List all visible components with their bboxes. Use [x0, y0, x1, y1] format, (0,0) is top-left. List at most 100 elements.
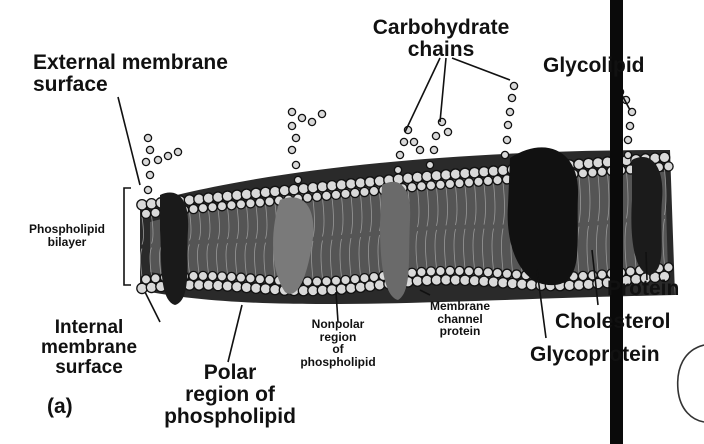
- phospholipid-head: [327, 181, 337, 191]
- phospholipid-head: [322, 191, 331, 200]
- label-carbohydrate-chains: Carbohydrate chains: [356, 17, 526, 61]
- phospholipid-head: [251, 283, 261, 293]
- phospholipid-head: [436, 180, 445, 189]
- phospholipid-head: [526, 280, 536, 290]
- phospholipid-head: [222, 191, 232, 201]
- phospholipid-head: [498, 278, 508, 288]
- phospholipid-head: [198, 271, 207, 280]
- label-phospholipid-bilayer: Phospholipid bilayer: [12, 223, 122, 248]
- phospholipid-head: [460, 275, 470, 285]
- label-panel-a: (a): [47, 396, 73, 418]
- carbohydrate-bead: [318, 110, 325, 117]
- phospholipid-head: [578, 169, 587, 178]
- phospholipid-head: [512, 270, 521, 279]
- phospholipid-head: [469, 167, 479, 177]
- phospholipid-head: [426, 181, 435, 190]
- carbohydrate-bead: [292, 134, 299, 141]
- phospholipid-head: [265, 275, 274, 284]
- carbohydrate-bead: [426, 161, 433, 168]
- label-glycolipid: Glycolipid: [543, 55, 645, 77]
- phospholipid-head: [564, 280, 574, 290]
- phospholipid-head: [217, 272, 226, 281]
- phospholipid-head: [365, 281, 375, 291]
- phospholipid-head: [184, 195, 194, 205]
- carbohydrate-bead: [308, 118, 315, 125]
- phospholipid-head: [298, 183, 308, 193]
- carbohydrate-bead: [416, 146, 423, 153]
- phospholipid-head: [502, 269, 511, 278]
- phospholipid-head: [412, 172, 422, 182]
- phospholipid-head: [260, 284, 270, 294]
- phospholipid-head: [445, 179, 454, 188]
- carbohydrate-bead: [144, 186, 151, 193]
- phospholipid-head: [498, 165, 508, 175]
- phospholipid-head: [441, 170, 451, 180]
- phospholipid-head: [203, 280, 213, 290]
- phospholipid-head: [217, 202, 226, 211]
- phospholipid-head: [507, 278, 517, 288]
- phospholipid-head: [474, 177, 483, 186]
- carbohydrate-bead: [146, 146, 153, 153]
- phospholipid-head: [355, 282, 365, 292]
- phospholipid-head: [255, 275, 264, 284]
- phospholipid-head: [441, 275, 451, 285]
- phospholipid-head: [312, 192, 321, 201]
- phospholipid-head: [303, 277, 312, 286]
- phospholipid-head: [213, 192, 223, 202]
- phospholipid-head: [431, 275, 441, 285]
- phospholipid-head: [664, 162, 673, 171]
- phospholipid-head: [289, 184, 299, 194]
- phospholipid-head: [189, 271, 198, 280]
- carbohydrate-bead: [288, 122, 295, 129]
- phospholipid-head: [583, 158, 593, 168]
- bilayer-bracket: [124, 188, 131, 285]
- phospholipid-head: [483, 268, 492, 277]
- phospholipid-head: [236, 273, 245, 282]
- phospholipid-head: [260, 187, 270, 197]
- phospholipid-head: [312, 277, 321, 286]
- carbohydrate-bead: [288, 108, 295, 115]
- phospholipid-head: [251, 188, 261, 198]
- phospholipid-head: [488, 277, 498, 287]
- carbohydrate-bead: [294, 176, 301, 183]
- label-membrane-channel-protein: Membrane channel protein: [415, 300, 505, 338]
- carbohydrate-bead: [146, 171, 153, 178]
- carbohydrate-bead: [444, 128, 451, 135]
- label-cholesterol: Cholesterol: [555, 311, 671, 333]
- phospholipid-head: [488, 166, 498, 176]
- carbohydrate-bead: [164, 152, 171, 159]
- phospholipid-head: [137, 200, 147, 210]
- phospholipid-head: [303, 193, 312, 202]
- phospholipid-head: [412, 276, 422, 286]
- phospholipid-head: [270, 284, 280, 294]
- phospholipid-head: [208, 203, 217, 212]
- phospholipid-head: [246, 274, 255, 283]
- phospholipid-head: [227, 201, 236, 210]
- carbohydrate-bead: [506, 108, 513, 115]
- phospholipid-head: [659, 152, 669, 162]
- label-nonpolar-region: Nonpolar region of phospholipid: [283, 318, 393, 368]
- carbohydrate-bead: [501, 151, 508, 158]
- phospholipid-head: [270, 186, 280, 196]
- carbohydrate-bead: [624, 151, 631, 158]
- carbohydrate-bead: [430, 146, 437, 153]
- phospholipid-head: [198, 204, 207, 213]
- phospholipid-head: [597, 167, 606, 176]
- phospholipid-head: [436, 266, 445, 275]
- label-protein: Protein: [607, 278, 679, 300]
- carbohydrate-bead: [626, 122, 633, 129]
- phospholipid-head: [445, 266, 454, 275]
- phospholipid-head: [422, 275, 432, 285]
- phospholipid-head: [341, 189, 350, 198]
- phospholipid-head: [493, 268, 502, 277]
- phospholipid-head: [469, 276, 479, 286]
- phospholipid-head: [493, 176, 502, 185]
- phospholipid-head: [279, 185, 289, 195]
- phospholipid-head: [336, 284, 346, 294]
- phospholipid-head: [583, 279, 593, 289]
- phospholipid-head: [151, 208, 160, 217]
- label-polar-region: Polar region of phospholipid: [140, 362, 320, 428]
- phospholipid-head: [422, 171, 432, 181]
- phospholipid-head: [189, 204, 198, 213]
